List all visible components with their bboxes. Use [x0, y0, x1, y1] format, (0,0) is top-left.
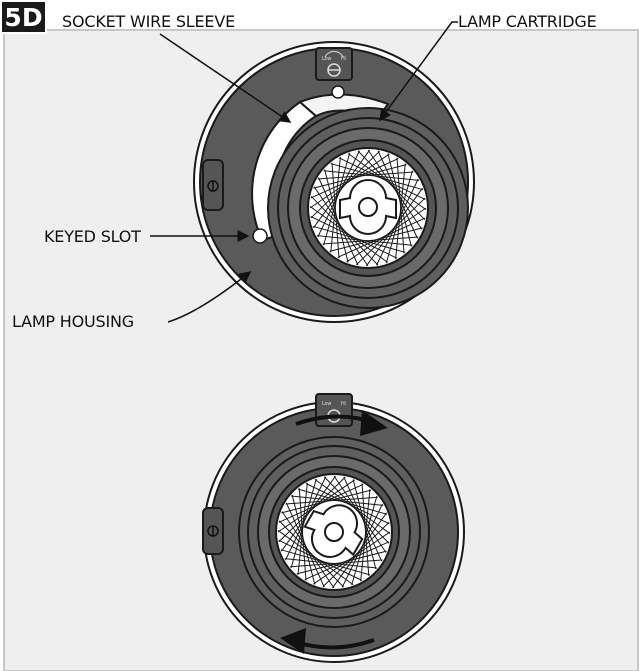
leader-socket-wire-sleeve	[159, 33, 292, 123]
keyed-slot	[252, 228, 268, 244]
rotation-arrowhead-top	[360, 410, 388, 436]
leader-lamp-housing	[167, 271, 252, 323]
dial-low-label-top: Low	[322, 56, 332, 62]
reflector-line	[355, 197, 426, 266]
label-lamp-housing: LAMP HOUSING	[12, 312, 134, 331]
dial-hi-label-bottom: Hi	[341, 401, 346, 407]
dial-hi-label-top: Hi	[341, 56, 346, 62]
leader-lamp-cartridge	[379, 21, 458, 122]
label-keyed-slot: KEYED SLOT	[44, 227, 141, 246]
label-socket-wire-sleeve: SOCKET WIRE SLEEVE	[62, 12, 235, 31]
top-fixture	[193, 41, 475, 323]
reflector-line	[322, 521, 390, 588]
label-lamp-cartridge: LAMP CARTRIDGE	[458, 12, 597, 31]
sleeve-tab	[331, 85, 345, 99]
step-badge: 5D	[0, 0, 47, 34]
dial-low-label-bottom: Low	[322, 401, 332, 407]
panel-border	[3, 29, 639, 671]
lamp-reflector-pattern-bottom	[277, 475, 391, 589]
lamp-reflector-pattern	[309, 149, 427, 267]
rotation-arrowhead-bottom	[280, 628, 306, 654]
bottom-fixture	[202, 393, 465, 663]
